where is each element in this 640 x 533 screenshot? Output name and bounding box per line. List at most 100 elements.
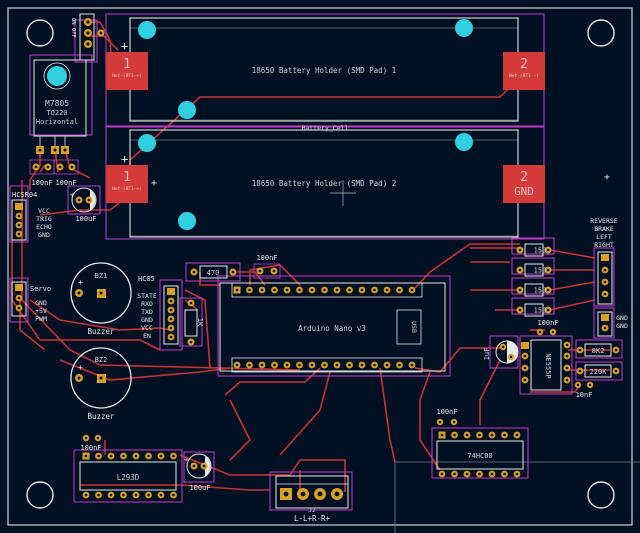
led-pin-right: RIGHT bbox=[594, 241, 614, 249]
resistor-8k2-label: 8K2 bbox=[592, 347, 605, 355]
pad-drill bbox=[348, 363, 351, 367]
hc05-pin-txd: TXD bbox=[141, 308, 153, 316]
led-header: REVERSE BRAKE LEFT RIGHT bbox=[590, 217, 618, 305]
hcsr04-pin-trig: TRIG bbox=[36, 215, 52, 223]
pad-drill bbox=[84, 454, 88, 458]
regulator-line2: TO220 bbox=[46, 109, 67, 117]
resistor-pad-drill bbox=[518, 248, 522, 252]
pad-drill bbox=[465, 433, 469, 437]
pad-drill bbox=[248, 363, 251, 367]
mounting-hole bbox=[138, 21, 156, 39]
motor-connector: J2 L-L+R-R+ bbox=[275, 475, 349, 523]
on-off-switch: ON OFF bbox=[70, 13, 105, 61]
cap-reg-in-label: 100nF bbox=[31, 179, 52, 187]
cap-100uf-1: + 100uF bbox=[70, 187, 97, 223]
pad-drill bbox=[134, 493, 138, 497]
battery1-pad2-number: 2 bbox=[520, 57, 528, 72]
pad-drill bbox=[310, 288, 314, 292]
pad-drill bbox=[503, 472, 506, 476]
pad-drill bbox=[503, 433, 506, 437]
pad-drill bbox=[235, 288, 239, 292]
pad-drill bbox=[398, 288, 401, 292]
pad-drill bbox=[97, 493, 100, 497]
pad-drill bbox=[323, 288, 326, 292]
battery2-pad1-net: Net-(BT1-+) bbox=[112, 186, 142, 192]
hc05-header: HC05 STATE RXD TXD GND VCC EN bbox=[137, 275, 179, 345]
pad-drill bbox=[235, 363, 239, 367]
mounting-hole bbox=[178, 212, 196, 230]
resistor-8k2: 8K2 bbox=[576, 343, 620, 357]
battery2-pad1-number: 1 bbox=[123, 170, 131, 185]
led-pin-brake: BRAKE bbox=[594, 225, 614, 233]
resistor-body bbox=[524, 243, 544, 257]
pad-drill bbox=[172, 493, 175, 497]
mounting-hole bbox=[455, 19, 473, 37]
resistor-1k-label: 1K bbox=[196, 318, 204, 327]
pad-drill bbox=[147, 454, 150, 458]
pad-drill bbox=[248, 288, 251, 292]
pad-drill bbox=[97, 454, 100, 458]
pad-drill bbox=[490, 433, 494, 437]
cap-1uf-label: 1uF bbox=[483, 348, 491, 361]
resistor-150-label: 150 bbox=[534, 287, 547, 295]
buzzer1-label: Buzzer bbox=[87, 327, 115, 336]
pad-drill bbox=[515, 433, 519, 437]
ic-74hc00-cap-label: 100nF bbox=[436, 408, 457, 416]
resistor-pad-drill bbox=[546, 268, 550, 272]
pad-drill bbox=[440, 472, 444, 476]
pad-drill bbox=[410, 363, 414, 367]
ic-74hc00: 100nF 74HC00 bbox=[436, 408, 524, 478]
arduino-nano: Arduino Nano v3 USB bbox=[219, 282, 446, 373]
ne555-label: NE555P bbox=[544, 353, 552, 378]
mounting-holes bbox=[26, 19, 615, 509]
ne555: NE555P 100nF bbox=[521, 319, 571, 391]
pad-drill bbox=[109, 493, 113, 497]
svg-text:+: + bbox=[121, 39, 128, 53]
pad-drill bbox=[310, 363, 314, 367]
resistor-pad-drill bbox=[546, 308, 550, 312]
battery-cell-ref: Battery_Cell bbox=[302, 124, 349, 132]
hc05-pin-gnd: GND bbox=[141, 316, 153, 324]
svg-text:+: + bbox=[70, 191, 74, 199]
buzzer-1: + BZ1 Buzzer bbox=[70, 262, 132, 336]
buzzer-2: + BZ2 Buzzer bbox=[70, 347, 132, 421]
pad-drill bbox=[122, 493, 125, 497]
battery2-pad2 bbox=[503, 165, 545, 203]
on-off-label: ON OFF bbox=[70, 18, 76, 38]
ic-l293d-cap-label: 100nF bbox=[80, 444, 101, 452]
resistor-470-label: 470 bbox=[207, 269, 220, 277]
servo-pin-gnd: GND bbox=[35, 299, 47, 307]
pad-drill bbox=[440, 433, 444, 437]
battery1-pad1 bbox=[106, 52, 148, 90]
cap-reg-out: 100nF bbox=[53, 159, 79, 187]
pad-drill bbox=[360, 363, 364, 367]
ic-l293d-label: L293D bbox=[117, 473, 140, 482]
gnd-label-1: GND bbox=[616, 314, 628, 322]
hc05-title: HC05 bbox=[138, 275, 155, 283]
pad-drill bbox=[285, 288, 289, 292]
motor-ref: J2 bbox=[308, 507, 316, 514]
resistor-150-label: 150 bbox=[534, 247, 547, 255]
resistor-pad-drill bbox=[546, 248, 550, 252]
pad-drill bbox=[335, 288, 339, 292]
svg-text:+: + bbox=[151, 178, 157, 189]
resistor-pad-drill bbox=[518, 288, 522, 292]
svg-text:+: + bbox=[121, 152, 128, 166]
pad-drill bbox=[84, 493, 88, 497]
pad-drill bbox=[453, 472, 456, 476]
pad-drill bbox=[348, 288, 351, 292]
hcsr04-title: HCSR04 bbox=[12, 191, 37, 199]
servo-title: Servo bbox=[30, 285, 51, 293]
gnd-label-2: GND bbox=[616, 322, 628, 330]
battery2-pad1 bbox=[106, 165, 148, 203]
battery1-pad1-number: 1 bbox=[123, 57, 131, 72]
battery-holder-1: + 18650 Battery Holder (SMD Pad) 1 1 Net… bbox=[106, 17, 545, 122]
pad-drill bbox=[323, 363, 326, 367]
pad-drill bbox=[335, 363, 339, 367]
pad-drill bbox=[298, 288, 301, 292]
pad-drill bbox=[273, 363, 276, 367]
svg-text:+: + bbox=[604, 172, 610, 183]
ic-l293d: 100nF L293D bbox=[79, 434, 177, 499]
pad-drill bbox=[385, 288, 389, 292]
